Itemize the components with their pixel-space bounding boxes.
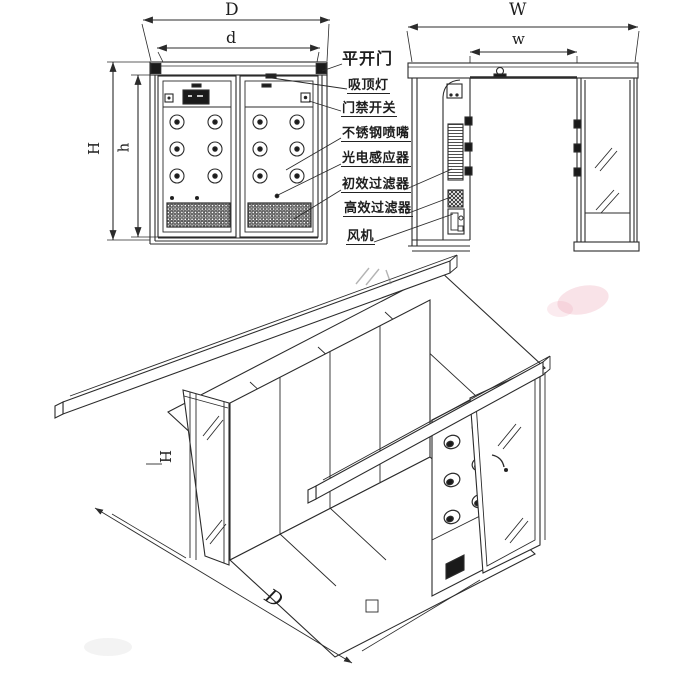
label-fan: 风机 bbox=[346, 228, 376, 245]
floor-vent bbox=[365, 599, 379, 613]
label-ceiling-lamp: 吸顶灯 bbox=[347, 77, 390, 94]
front-dimension-lines bbox=[107, 16, 330, 241]
label-primary-filter: 初效过滤器 bbox=[341, 176, 411, 193]
side-view-drawing bbox=[406, 23, 640, 252]
side-left-column bbox=[408, 78, 473, 252]
front-dim-inner-width: d bbox=[226, 28, 237, 47]
side-dim-outer-width: W bbox=[509, 0, 527, 20]
side-dim-inner-width: w bbox=[512, 30, 525, 48]
hepa-filter-element bbox=[447, 189, 464, 208]
iso-dimension-D bbox=[94, 507, 481, 664]
front-right-door bbox=[239, 75, 319, 238]
front-left-door bbox=[157, 75, 237, 238]
watermark bbox=[84, 267, 609, 656]
primary-filter-element bbox=[447, 123, 464, 181]
access-switch-box bbox=[300, 92, 311, 103]
door-closer bbox=[446, 83, 463, 99]
glass-mark bbox=[595, 189, 620, 214]
front-dim-outer-width: D bbox=[225, 0, 239, 20]
iso-view-drawing bbox=[54, 254, 551, 664]
front-view-drawing bbox=[107, 16, 330, 245]
iso-door-closer bbox=[491, 454, 505, 468]
glass-mark bbox=[594, 147, 618, 172]
label-swing-door: 平开门 bbox=[342, 51, 394, 68]
fan-unit bbox=[447, 208, 465, 235]
glass-mark bbox=[504, 517, 529, 544]
label-stainless-steel-nozzle: 不锈钢喷嘴 bbox=[341, 125, 411, 142]
glass-mark bbox=[497, 423, 522, 450]
label-photoelectric-sensor: 光电感应器 bbox=[341, 150, 411, 167]
iso-dim-height: H bbox=[156, 449, 175, 464]
iso-top-beam-near bbox=[307, 355, 551, 504]
iso-top-beam-far bbox=[54, 254, 458, 419]
annotation-leader-lines bbox=[271, 63, 454, 243]
left-door-nozzles bbox=[169, 114, 223, 184]
side-header bbox=[407, 62, 639, 79]
iso-left-glass-door bbox=[146, 389, 230, 566]
glass-mark bbox=[202, 415, 224, 441]
right-return-grille bbox=[247, 202, 312, 228]
panel-vent bbox=[445, 554, 465, 580]
label-hepa-filter: 高效过滤器 bbox=[343, 200, 413, 217]
front-dim-inner-height: h bbox=[114, 142, 133, 153]
sensor-dot bbox=[274, 193, 280, 199]
label-door-access-switch: 门禁开关 bbox=[341, 100, 398, 117]
side-right-column bbox=[573, 78, 640, 252]
control-panel bbox=[182, 89, 210, 105]
front-header bbox=[149, 61, 328, 79]
front-dim-outer-height: H bbox=[85, 141, 104, 156]
side-dimension-lines bbox=[406, 23, 640, 63]
iso-right-glass-door bbox=[469, 365, 546, 574]
ceiling-lamp-symbol bbox=[495, 66, 505, 76]
left-return-grille bbox=[166, 202, 231, 228]
right-door-nozzles bbox=[252, 114, 305, 184]
